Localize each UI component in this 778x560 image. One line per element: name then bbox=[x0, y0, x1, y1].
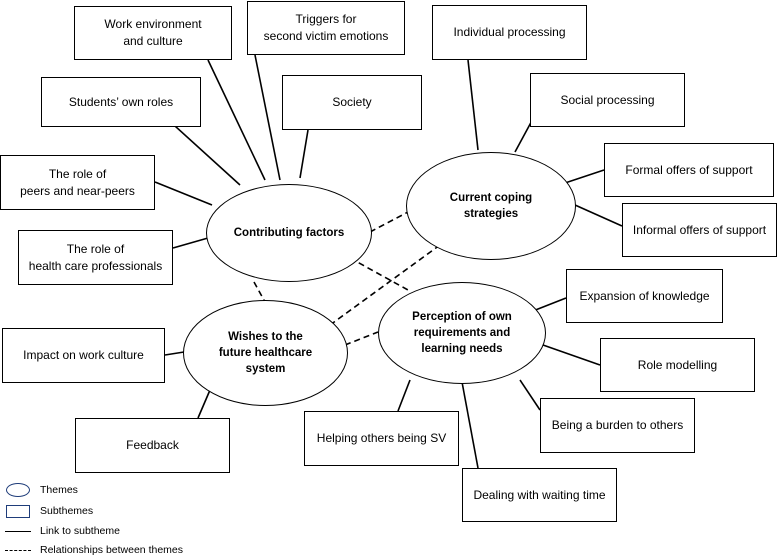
subtheme-triggers: Triggers for second victim emotions bbox=[247, 1, 405, 55]
solid-line-icon bbox=[5, 530, 31, 532]
subtheme-work-environment: Work environment and culture bbox=[74, 6, 232, 60]
link-society bbox=[299, 129, 309, 179]
relation-wishes-perception bbox=[344, 331, 379, 346]
subtheme-peers: The role of peers and near-peers bbox=[0, 155, 155, 210]
legend-themes-label: Themes bbox=[40, 484, 78, 496]
subtheme-professionals: The role of health care professionals bbox=[18, 230, 173, 285]
subtheme-helping-others: Helping others being SV bbox=[304, 411, 459, 466]
theme-contributing-factors: Contributing factors bbox=[206, 184, 372, 282]
subtheme-individual-processing: Individual processing bbox=[432, 5, 587, 60]
theme-perception-learning-needs: Perception of own requirements and learn… bbox=[378, 282, 546, 384]
relation-contributing-perception bbox=[349, 257, 409, 291]
link-peers bbox=[154, 181, 213, 206]
link-impact bbox=[164, 351, 185, 356]
link-informal bbox=[574, 204, 623, 227]
subtheme-burden-to-others: Being a burden to others bbox=[540, 398, 695, 453]
subtheme-social-processing: Social processing bbox=[530, 73, 685, 127]
subtheme-formal-support: Formal offers of support bbox=[604, 143, 774, 197]
link-role-modelling bbox=[542, 344, 601, 366]
legend-link: Link to subtheme bbox=[4, 522, 120, 540]
link-waiting bbox=[461, 381, 479, 469]
legend-relationships-label: Relationships between themes bbox=[40, 544, 184, 556]
theme-wishes-future-healthcare: Wishes to the future healthcare system bbox=[183, 300, 348, 406]
legend-link-label: Link to subtheme bbox=[40, 525, 120, 537]
link-individual bbox=[467, 59, 479, 151]
subtheme-waiting-time: Dealing with waiting time bbox=[462, 468, 617, 522]
subtheme-impact-work-culture: Impact on work culture bbox=[2, 328, 165, 383]
link-formal bbox=[564, 169, 605, 184]
dashed-line-icon bbox=[5, 549, 31, 551]
subtheme-expansion-knowledge: Expansion of knowledge bbox=[566, 269, 723, 323]
link-burden bbox=[519, 379, 541, 411]
link-students-roles bbox=[174, 125, 241, 186]
subtheme-society: Society bbox=[282, 75, 422, 130]
link-helping bbox=[397, 379, 411, 412]
relation-coping-wishes bbox=[329, 244, 441, 326]
legend-subthemes-label: Subthemes bbox=[40, 505, 94, 517]
rectangle-symbol-icon bbox=[6, 504, 30, 518]
subtheme-students-roles: Students’ own roles bbox=[41, 77, 201, 127]
legend-subthemes: Subthemes bbox=[4, 502, 93, 520]
legend-relationships: Relationships between themes bbox=[4, 541, 183, 559]
link-feedback bbox=[197, 389, 211, 419]
subtheme-feedback: Feedback bbox=[75, 418, 230, 473]
link-work-environment bbox=[207, 59, 266, 181]
subtheme-role-modelling: Role modelling bbox=[600, 338, 755, 392]
subtheme-informal-support: Informal offers of support bbox=[622, 203, 777, 257]
ellipse-symbol-icon bbox=[6, 483, 30, 497]
relation-contributing-coping bbox=[369, 211, 409, 233]
theme-current-coping-strategies: Current coping strategies bbox=[406, 152, 576, 260]
link-professionals bbox=[172, 237, 209, 249]
legend-themes: Themes bbox=[4, 481, 78, 499]
link-triggers bbox=[254, 54, 281, 181]
relation-contributing-wishes bbox=[253, 281, 266, 303]
